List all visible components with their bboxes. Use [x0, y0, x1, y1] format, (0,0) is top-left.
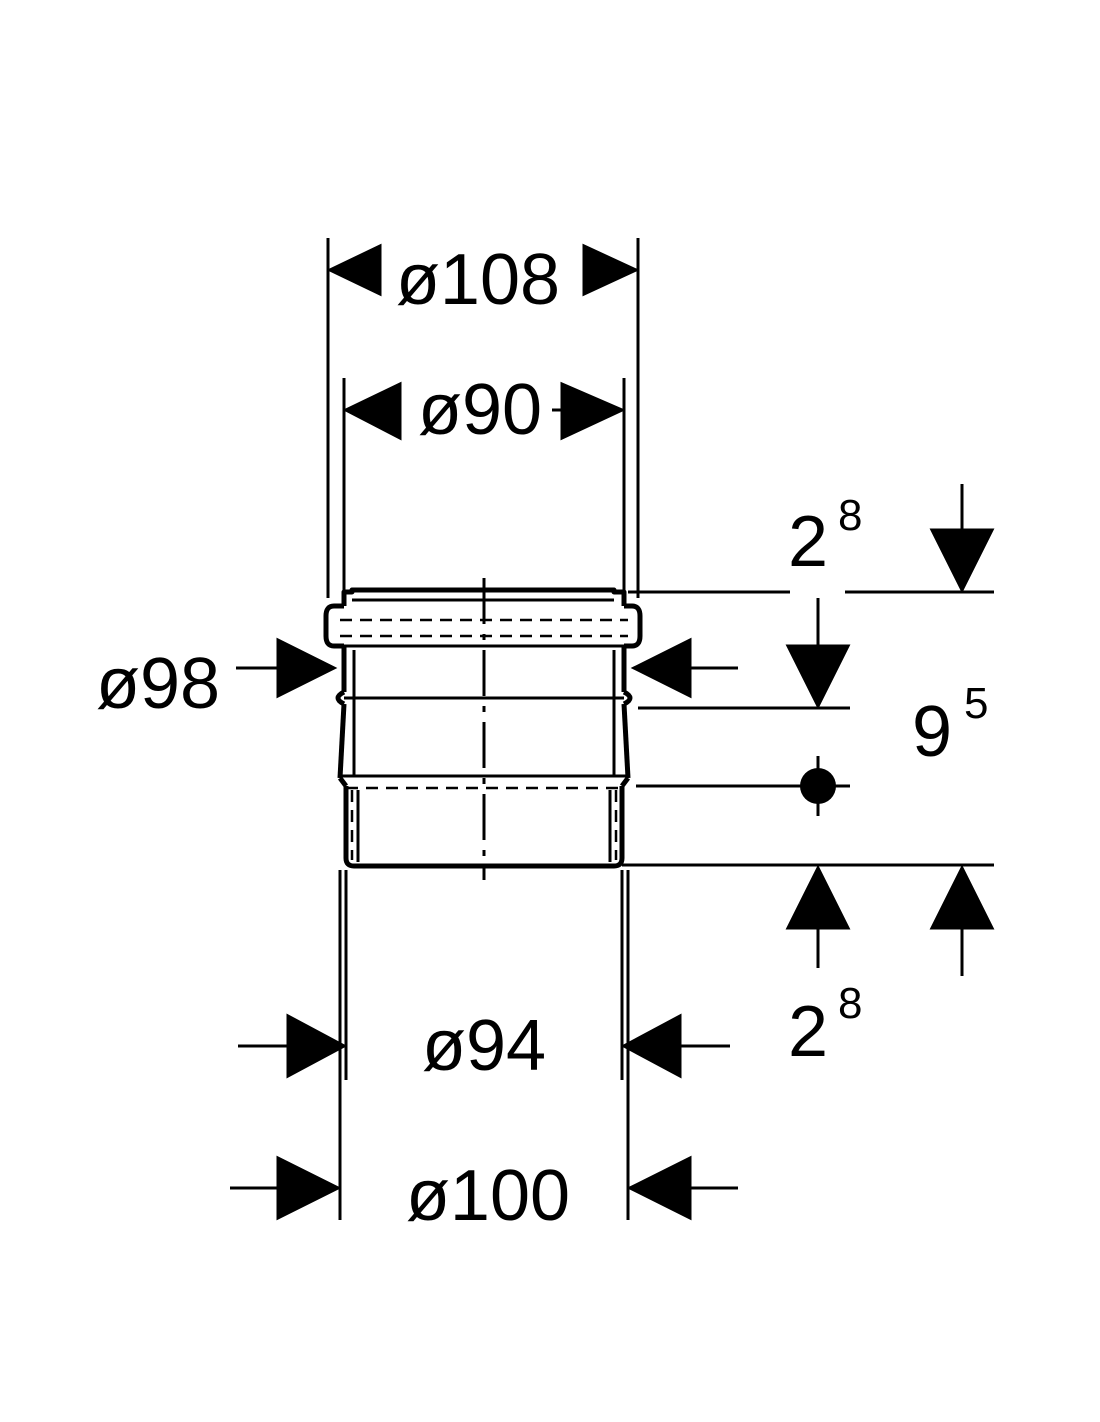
- dim-left-collar-label: ø98: [96, 644, 220, 724]
- dim-bottom-offset-base: 2: [788, 992, 828, 1072]
- inner-lines: [340, 598, 628, 862]
- arrow-left-icon: [630, 637, 692, 699]
- dim-top-offset: 2 8: [788, 491, 862, 582]
- dim-top-inner-label: ø90: [418, 370, 542, 450]
- dim-top-offset-base: 2: [788, 502, 828, 582]
- dim-bottom-outer-label: ø100: [406, 1156, 570, 1236]
- dim-middle-height-base: 9: [912, 692, 952, 772]
- arrow-right-icon: [560, 381, 626, 441]
- dimension-arrows: [230, 243, 995, 1221]
- dim-bottom-offset: 2 8: [788, 979, 862, 1072]
- arrow-left-icon: [326, 243, 382, 297]
- dim-bottom-inner-label: ø94: [422, 1006, 546, 1086]
- dim-top-offset-exp: 8: [838, 491, 862, 540]
- arrow-right-icon: [286, 1013, 348, 1079]
- dim-middle-height-exp: 5: [964, 679, 988, 728]
- arrow-down-icon: [785, 644, 851, 710]
- arrow-left-icon: [342, 381, 402, 441]
- arrow-left-icon: [620, 1013, 682, 1079]
- dim-bottom-offset-exp: 8: [838, 979, 862, 1028]
- arrow-right-icon: [276, 637, 338, 699]
- dim-top-outer-label: ø108: [396, 240, 560, 320]
- arrow-right-icon: [276, 1155, 342, 1221]
- reference-dot: [800, 768, 836, 804]
- arrow-left-icon: [626, 1155, 692, 1221]
- arrow-up-icon: [785, 864, 851, 930]
- arrow-right-icon: [582, 243, 640, 297]
- arrow-up-icon: [929, 864, 995, 930]
- dim-middle-height: 9 5: [912, 679, 988, 772]
- arrow-down-icon: [929, 528, 995, 594]
